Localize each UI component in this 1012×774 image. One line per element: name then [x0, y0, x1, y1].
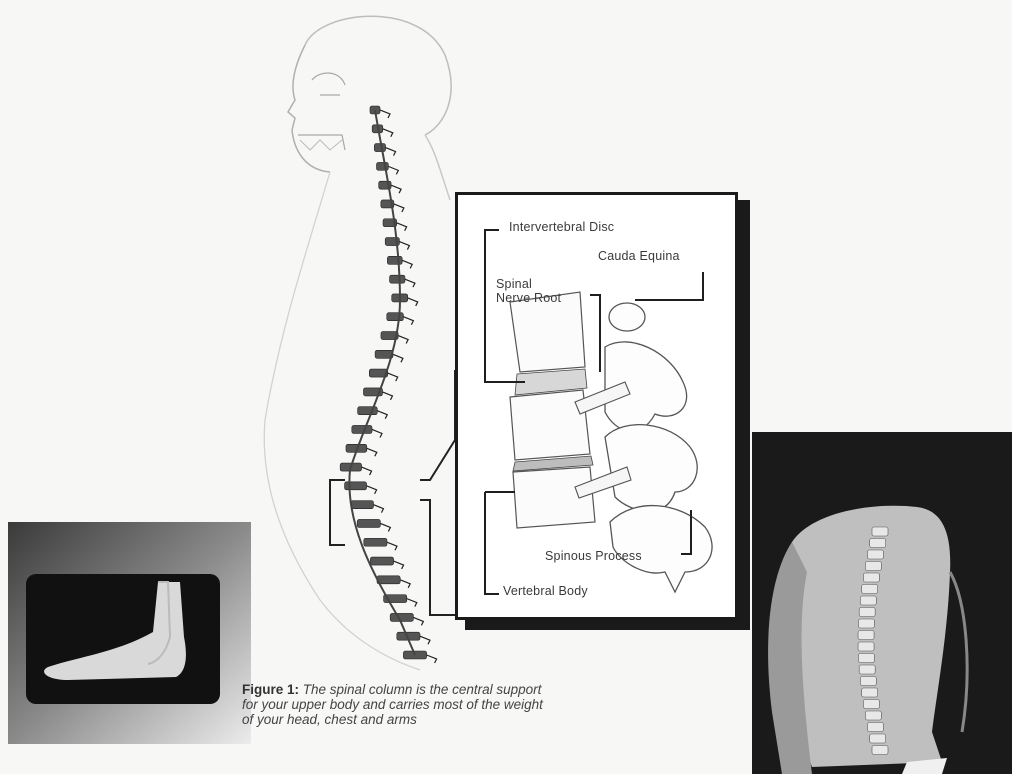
spinous-process-mark	[407, 599, 417, 607]
vertebra	[374, 144, 385, 152]
vertebra	[345, 482, 367, 490]
spinous-process-mark	[387, 542, 397, 550]
back-vertebra	[859, 665, 875, 674]
spinous-process-mark	[380, 110, 390, 118]
back-vertebra	[865, 711, 881, 720]
back-vertebra	[858, 631, 874, 640]
spine-figure	[250, 0, 480, 680]
back-vertebra	[867, 550, 883, 559]
spinous-process-mark	[373, 505, 383, 513]
spinous-process-mark	[399, 242, 409, 250]
spinous-process-mark	[405, 279, 415, 287]
spinous-process-mark	[413, 617, 423, 625]
spinous-process-mark	[388, 166, 398, 174]
spinous-process-mark	[372, 429, 382, 437]
label-cauda-equina: Cauda Equina	[598, 249, 680, 263]
foot-photo	[8, 522, 251, 744]
spinous-process-mark	[362, 467, 372, 475]
spinous-process-mark	[393, 354, 403, 362]
back-vertebra	[862, 688, 878, 697]
spinous-process-mark	[397, 223, 407, 231]
spinous-process-mark	[403, 317, 413, 325]
vertebra	[377, 576, 400, 584]
spinous-process-mark	[420, 636, 430, 644]
spinous-process-mark	[388, 373, 398, 381]
spinous-process-mark	[367, 486, 377, 494]
spinous-process-mark	[377, 411, 387, 419]
vertebra	[390, 613, 413, 621]
spinous-process-mark	[386, 148, 396, 156]
label-intervertebral-disc: Intervertebral Disc	[509, 220, 614, 234]
spinous-process-mark	[383, 129, 393, 137]
back-vertebra	[858, 654, 874, 663]
spinous-process-mark	[394, 561, 404, 569]
back-vertebra	[860, 596, 876, 605]
spinous-process-mark	[408, 298, 418, 306]
spinous-process-mark	[391, 185, 401, 193]
vertebra	[387, 256, 402, 264]
spinous-process-mark	[394, 204, 404, 212]
label-spinal-line1: Spinal	[496, 277, 532, 291]
back-vertebra	[870, 734, 886, 743]
label-spinous-process: Spinous Process	[545, 549, 642, 563]
vertebra	[387, 313, 404, 321]
vertebra	[364, 538, 387, 546]
back-vertebra	[863, 700, 879, 709]
caption-line-2: for your upper body and carries most of …	[242, 697, 748, 712]
figure-label: Figure 1:	[242, 682, 299, 697]
caption-line-1: The spinal column is the central support	[303, 682, 542, 697]
vertebra	[357, 519, 380, 527]
spinous-process-mark	[380, 523, 390, 531]
caption-line-3: of your head, chest and arms	[242, 712, 748, 727]
back-vertebra	[863, 573, 879, 582]
back-photo	[752, 432, 1012, 774]
back-vertebra	[865, 562, 881, 571]
back-vertebra	[870, 539, 886, 548]
back-vertebra	[862, 585, 878, 594]
vertebra	[370, 557, 393, 565]
back-vertebra	[858, 642, 874, 651]
spinous-process-mark	[398, 336, 408, 344]
vertebra	[351, 501, 374, 509]
spinous-process-mark	[427, 655, 437, 663]
figure-caption: Figure 1: The spinal column is the centr…	[242, 682, 748, 727]
back-vertebra	[872, 746, 888, 755]
spinous-process-mark	[382, 392, 392, 400]
back-vertebra	[860, 677, 876, 686]
back-vertebra	[858, 619, 874, 628]
label-nerve-root-line2: Nerve Root	[496, 291, 561, 305]
spinous-process-mark	[402, 260, 412, 268]
spinous-process-mark	[367, 448, 377, 456]
spinous-process-mark	[400, 580, 410, 588]
vertebra	[352, 425, 372, 433]
back-vertebra	[867, 723, 883, 732]
vertebra	[390, 275, 405, 283]
back-vertebra	[872, 527, 888, 536]
label-vertebral-body: Vertebral Body	[503, 584, 588, 598]
back-vertebra	[859, 608, 875, 617]
